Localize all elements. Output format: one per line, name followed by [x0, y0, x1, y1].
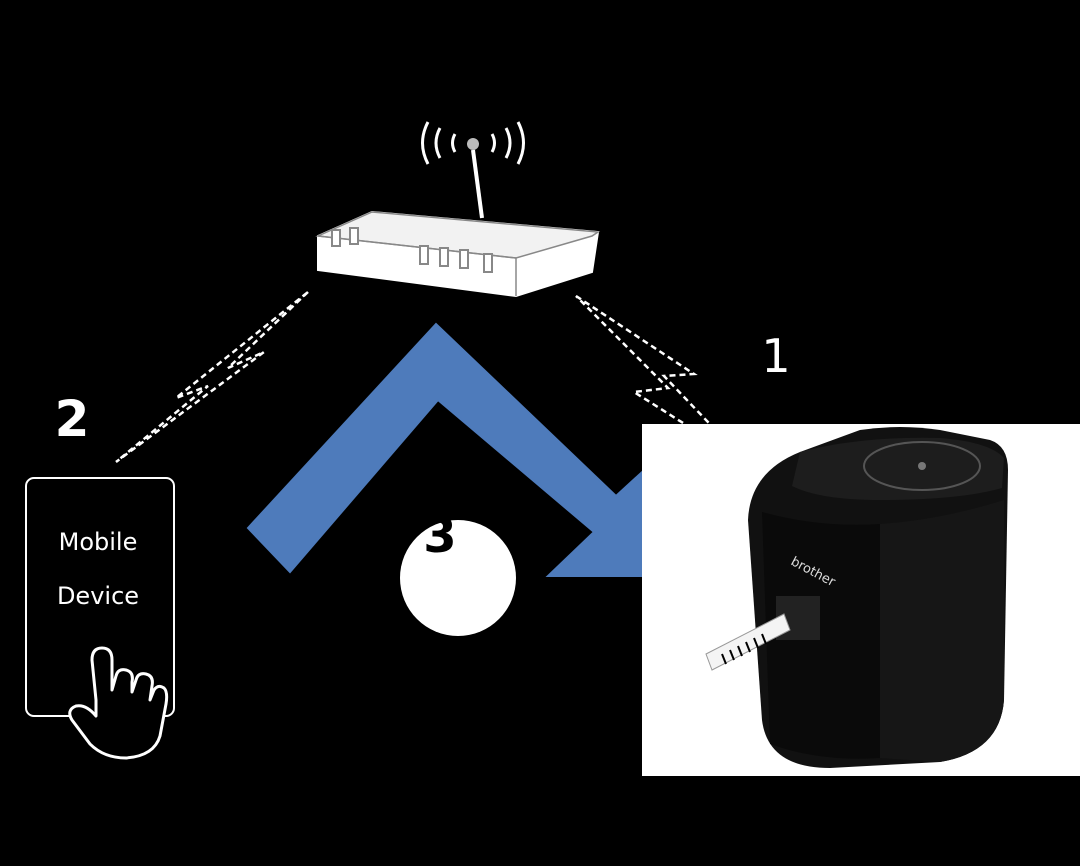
step-3-disc — [400, 520, 516, 636]
lightning-bolt-icon — [115, 291, 309, 464]
step-2-label: 2 — [55, 390, 90, 448]
flow-arrow — [246, 322, 672, 577]
mobile-device-label-line-1: Mobile — [59, 528, 138, 556]
label-printer-icon: brother — [642, 424, 1080, 776]
wifi-router-icon — [315, 121, 601, 298]
mobile-device-label-line-2: Device — [57, 582, 139, 610]
hand-pointer-icon — [68, 646, 169, 760]
step-1-label: 1 — [761, 329, 790, 383]
step-3-label: 3 — [423, 508, 456, 564]
